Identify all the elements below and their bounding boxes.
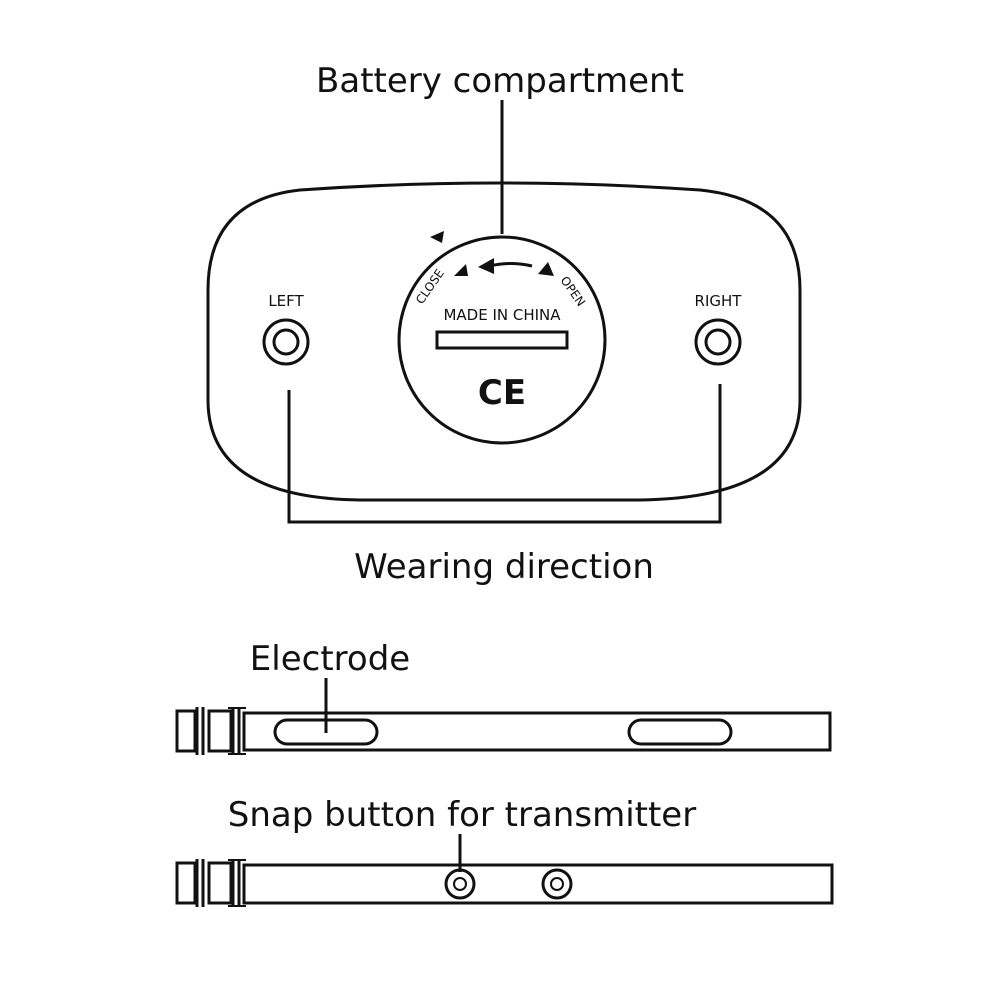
triangle-icon-close: [454, 264, 468, 276]
battery-slot: [435, 330, 569, 350]
close-label: CLOSE: [413, 267, 447, 307]
wearing-direction-bracket: [287, 384, 722, 524]
snap-button-icon-left: [444, 868, 476, 900]
electrode-label: Electrode: [250, 639, 410, 679]
snap-button-label: Snap button for transmitter: [228, 795, 696, 835]
strap-snap-side: [175, 859, 834, 907]
electrode-pad-right: [627, 718, 733, 746]
left-label: LEFT: [268, 292, 304, 310]
triangle-icon-open: [538, 262, 554, 276]
strap-electrode-side: [175, 707, 832, 755]
transmitter-body: [206, 181, 802, 502]
snap-button-icon-right: [541, 868, 573, 900]
wearing-direction-label: Wearing direction: [354, 547, 654, 587]
electrode-pad-left: [273, 718, 379, 746]
battery-cover: [397, 235, 607, 445]
ring-contact-icon-right: [694, 318, 742, 366]
ce-mark: CE: [478, 373, 526, 413]
triangle-icon-top: [430, 231, 444, 243]
battery-compartment-label: Battery compartment: [316, 61, 684, 101]
made-in-china-label: MADE IN CHINA: [443, 306, 561, 324]
ring-contact-icon-left: [262, 318, 310, 366]
arrow-left-icon: [478, 258, 533, 274]
right-label: RIGHT: [695, 292, 743, 310]
